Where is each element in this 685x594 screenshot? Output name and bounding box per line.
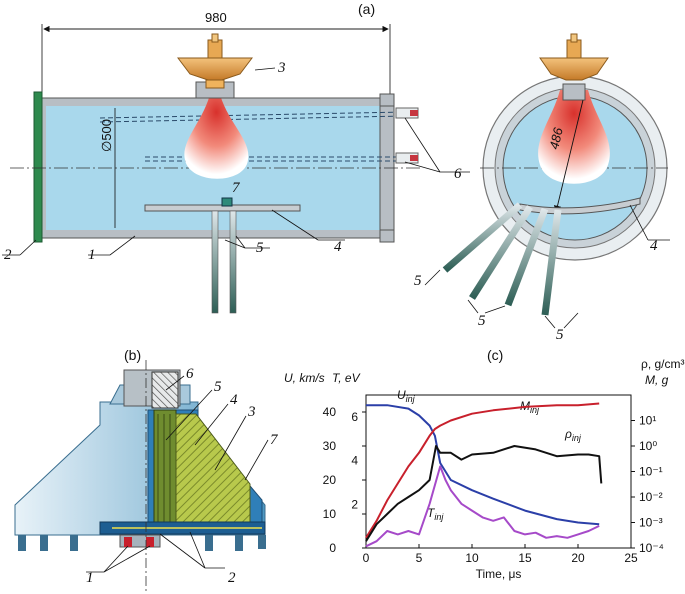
t-tick-label: 4 <box>351 454 358 468</box>
support-rod-2 <box>229 210 237 314</box>
panel-a-side-view: (a) 980 ∅500 <box>2 1 470 314</box>
callout-a-4: 4 <box>334 239 342 255</box>
rho-tick-label: 10¹ <box>639 414 656 428</box>
dim-length-label: 980 <box>205 10 227 25</box>
x-tick-label: 5 <box>416 551 423 565</box>
m-axis-label: M, g <box>645 373 669 387</box>
callout-b-1: 1 <box>86 570 94 586</box>
rho-tick-label: 10⁻³ <box>639 516 663 530</box>
callout-a-5: 5 <box>256 240 264 256</box>
plasma-plume <box>184 90 249 179</box>
u-tick-label: 10 <box>323 507 337 521</box>
panel-a-label: (a) <box>358 1 375 17</box>
rho-axis-label: ρ, g/cm³ <box>641 357 685 371</box>
u-axis-label: U, km/s <box>284 371 325 385</box>
contact-1a <box>124 537 132 547</box>
callout-end-4: 4 <box>650 238 658 254</box>
insulator-6 <box>151 371 179 409</box>
callout-b-6: 6 <box>186 366 194 382</box>
x-tick-label: 0 <box>363 551 370 565</box>
callout-b-5: 5 <box>214 379 222 395</box>
rho-tick-label: 10⁻⁴ <box>639 541 664 555</box>
end-view-rods: 5 5 5 <box>414 202 582 343</box>
dim-diameter-label: ∅500 <box>99 119 114 152</box>
callout-a-6: 6 <box>454 166 462 182</box>
series-label-ρinj: ρinj <box>564 427 582 443</box>
callout-end-5a: 5 <box>414 273 422 289</box>
end-view-injector <box>539 57 609 81</box>
end-view-target <box>519 197 641 215</box>
callout-end-5c: 5 <box>556 327 564 343</box>
contact-1b <box>146 537 154 547</box>
series-line-Tinj <box>365 465 600 548</box>
callout-b-3: 3 <box>247 404 256 420</box>
t-tick-label: 6 <box>351 410 358 424</box>
callout-b-2: 2 <box>228 570 236 586</box>
series-label-Uinj: Uinj <box>397 388 416 404</box>
target-sensor <box>221 197 233 207</box>
u-tick-label: 0 <box>329 541 336 555</box>
callout-b-7: 7 <box>270 432 279 448</box>
x-axis-label: Time, μs <box>476 567 522 581</box>
series-line-Uinj <box>366 404 600 526</box>
panel-b-label: (b) <box>124 347 141 363</box>
dim-radius-label: 486 <box>546 125 566 150</box>
series-label-Tinj: Tinj <box>427 506 444 522</box>
callout-a-3: 3 <box>277 60 286 76</box>
rho-tick-label: 10⁻² <box>639 490 663 504</box>
u-tick-label: 40 <box>323 405 337 419</box>
electrode-5 <box>153 409 177 527</box>
t-axis-label: T, eV <box>332 371 361 385</box>
series-line-Minj <box>365 402 600 539</box>
x-tick-label: 20 <box>571 551 585 565</box>
series-line-ρinj <box>365 445 603 542</box>
x-tick-label: 15 <box>518 551 532 565</box>
rho-tick-label: 10⁻¹ <box>639 465 663 479</box>
callout-a-2: 2 <box>4 247 12 263</box>
u-tick-label: 20 <box>323 473 337 487</box>
panel-c-label: (c) <box>487 347 503 363</box>
chamber-window-flange <box>33 91 43 243</box>
x-tick-label: 10 <box>465 551 479 565</box>
callout-a-1: 1 <box>88 247 96 263</box>
t-tick-label: 2 <box>351 497 358 511</box>
dim-line-radius <box>553 99 584 213</box>
panel-a-end-view: 486 5 5 5 4 <box>414 33 670 343</box>
callout-end-5b: 5 <box>478 313 486 329</box>
x-tick-label: 25 <box>624 551 638 565</box>
callout-a-7: 7 <box>232 180 241 196</box>
u-tick-label: 30 <box>323 439 337 453</box>
rho-tick-label: 10⁰ <box>639 439 657 453</box>
plasma-injector <box>177 57 253 81</box>
probe-line-top <box>99 111 406 119</box>
layer-4 <box>175 413 251 523</box>
callout-b-4: 4 <box>230 392 238 408</box>
panel-b-injector-cutaway: (b) 6 5 4 3 <box>14 347 279 594</box>
support-rod-1 <box>211 210 219 314</box>
